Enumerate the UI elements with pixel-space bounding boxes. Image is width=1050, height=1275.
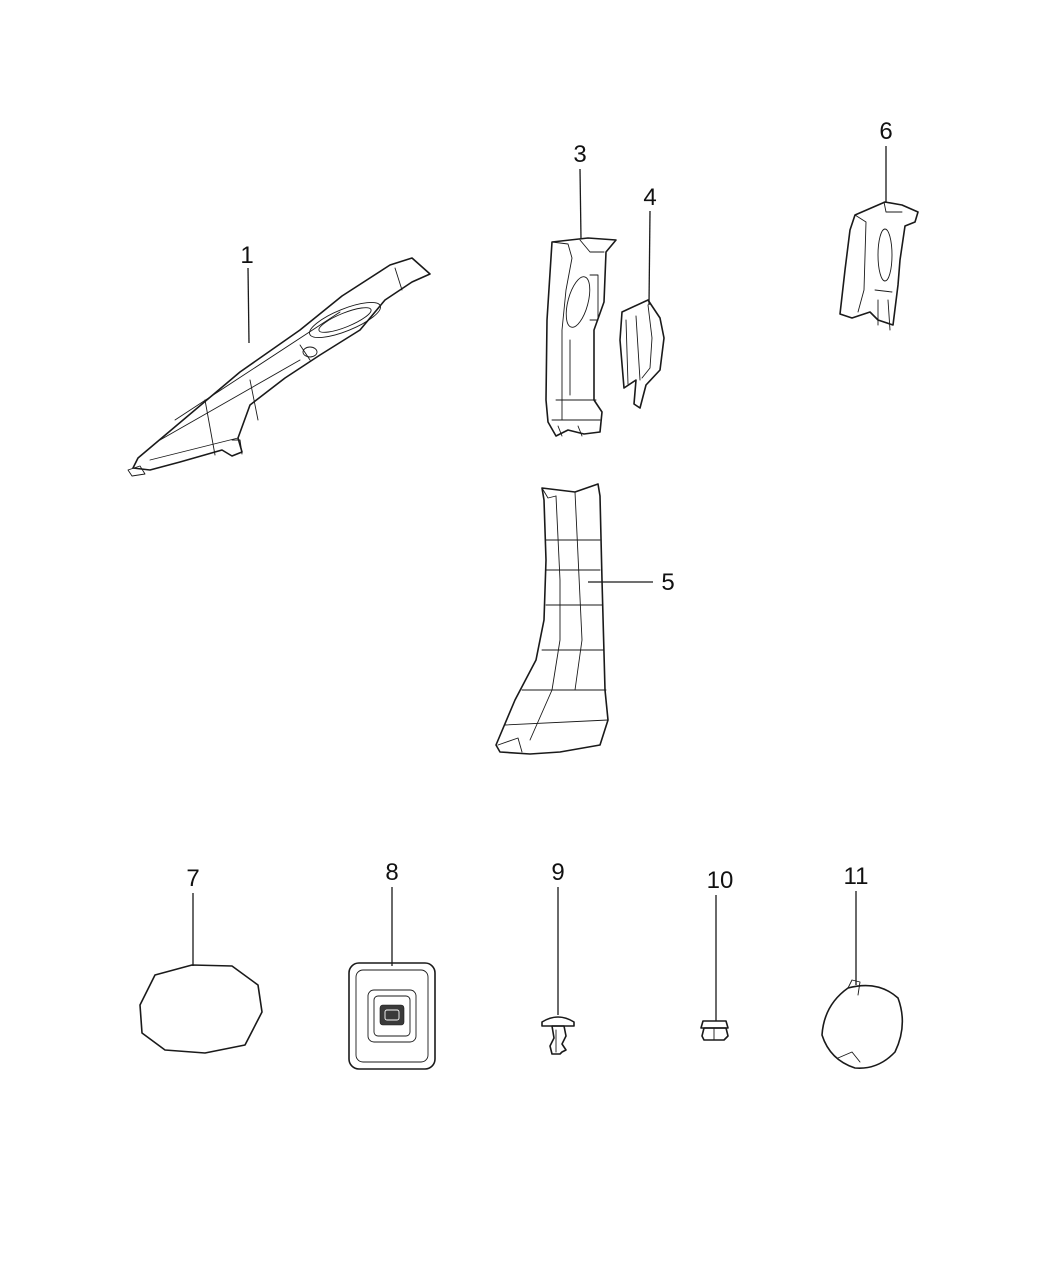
part-4-bracket [619,299,665,409]
part-11-cover-cap [821,979,904,1069]
part-9-push-pin [541,1016,575,1055]
callout-3: 3 [573,141,586,168]
part-10-nut-clip [700,1020,729,1041]
part-5-b-pillar-lower-trim [495,483,609,755]
part-6-c-pillar-trim [839,201,919,331]
callout-4: 4 [643,184,656,211]
callout-5: 5 [661,569,674,596]
callout-10: 10 [707,867,734,894]
callout-1: 1 [240,242,253,269]
callout-8: 8 [385,859,398,886]
callout-11: 11 [844,863,869,890]
callout-9: 9 [551,859,564,886]
callout-7: 7 [186,865,199,892]
part-3-b-pillar-upper-trim [545,237,617,437]
leader-line-3 [579,168,582,240]
part-7-pad [139,964,263,1054]
part-8-switch-bezel [348,962,436,1070]
callout-6: 6 [879,118,892,145]
leader-line-4 [648,210,651,306]
part-1-a-pillar-trim [127,257,431,477]
leader-line-1 [247,267,250,344]
